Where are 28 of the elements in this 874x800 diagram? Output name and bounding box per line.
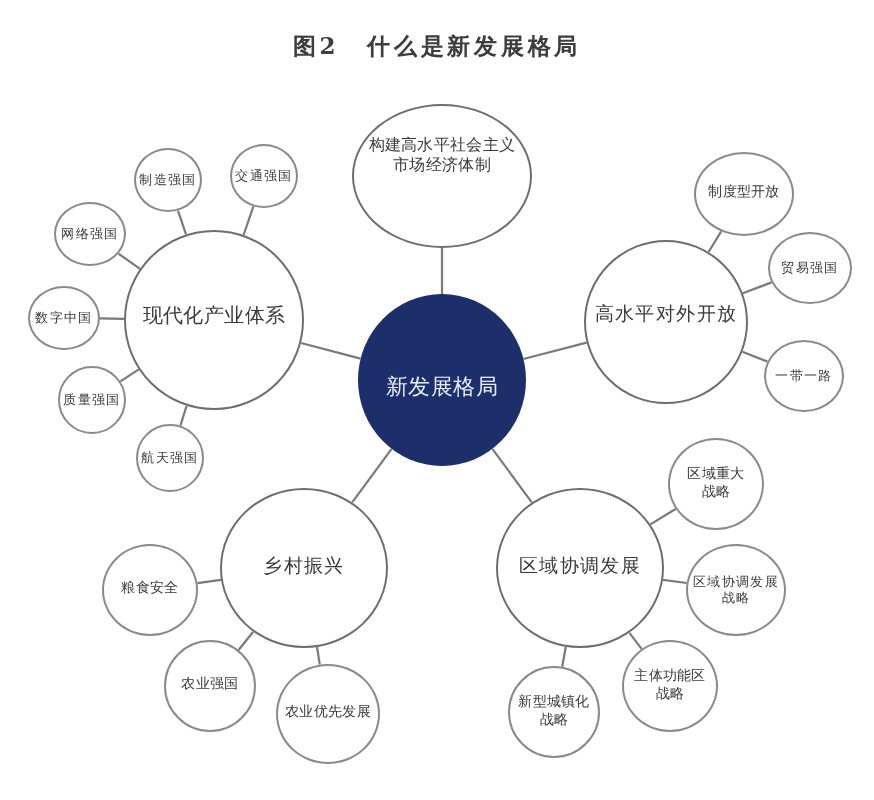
connector-line [561, 646, 567, 667]
connector-line [523, 341, 587, 361]
connector-line [242, 206, 255, 236]
diagram-title: 图2 什么是新发展格局 [292, 32, 582, 60]
connector-line [117, 252, 141, 270]
theme-circle: 乡村振兴 [220, 488, 388, 648]
theme-circle: 高水平对外开放 [584, 240, 748, 404]
theme-circle: 现代化产业体系 [124, 230, 304, 410]
connector-line [742, 350, 768, 363]
connector-line [197, 578, 222, 585]
hub-circle: 新发展格局 [358, 294, 526, 466]
theme-circle: 区域协调发展 [496, 488, 664, 648]
connector-line [628, 632, 643, 650]
topic-circle: 构建高水平社会主义市场经济体制 [352, 104, 532, 248]
connector-line [351, 448, 393, 504]
connector-line [300, 341, 361, 360]
connector-line [707, 230, 723, 253]
connector-line [649, 508, 677, 526]
connector-line [119, 368, 140, 383]
connector-line [315, 646, 321, 665]
connector-line [742, 281, 772, 295]
connector-line [662, 578, 687, 585]
connector-line [440, 248, 444, 294]
connector-line [491, 448, 533, 504]
connector-line [179, 405, 188, 426]
connector-line [237, 631, 255, 651]
connector-line [176, 210, 188, 235]
connector-line [100, 317, 124, 320]
